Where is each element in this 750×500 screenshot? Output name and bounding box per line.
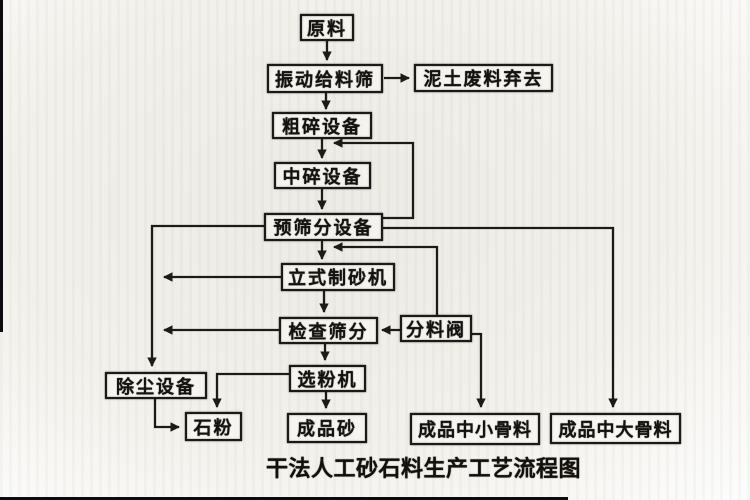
node-powder-separator: 选粉机	[289, 365, 366, 392]
node-check-screening: 检查筛分	[279, 317, 378, 344]
edge-prescreen-to-midlarge	[383, 226, 618, 408]
node-finished-mid-large-aggregate: 成品中大骨料	[550, 413, 681, 444]
node-vertical-sand-maker: 立式制砂机	[281, 263, 395, 291]
node-splitter-valve: 分料阀	[400, 315, 472, 342]
edge-valve-to-midsmall	[472, 332, 486, 408]
edge-prescreen-return-to-medium	[333, 138, 415, 220]
edge-valve-return-to-sandmaker	[333, 242, 439, 315]
node-finished-sand: 成品砂	[287, 413, 367, 443]
edge-separator-to-stonepowder	[212, 372, 289, 408]
node-coarse-crusher: 粗碎设备	[272, 112, 372, 139]
node-raw-material: 原料	[300, 14, 354, 41]
diagram-caption: 干法人工砂石料生产工艺流程图	[266, 457, 582, 482]
node-vibrating-feeder: 振动给料筛	[267, 64, 383, 93]
node-medium-crusher: 中碎设备	[274, 162, 371, 189]
edge-dust-to-stonepowder	[153, 399, 180, 432]
node-waste-discard: 泥土废料弃去	[414, 64, 553, 92]
node-dust-removal: 除尘设备	[105, 372, 207, 399]
scan-artifact-left-bar	[0, 0, 3, 332]
edge-prescreen-to-dust	[147, 224, 264, 367]
node-pre-screening: 预筛分设备	[264, 213, 383, 241]
node-stone-powder: 石粉	[185, 412, 242, 441]
node-finished-mid-small-aggregate: 成品中小骨料	[410, 413, 540, 445]
scan-artifact-bottom-bar	[0, 497, 568, 500]
